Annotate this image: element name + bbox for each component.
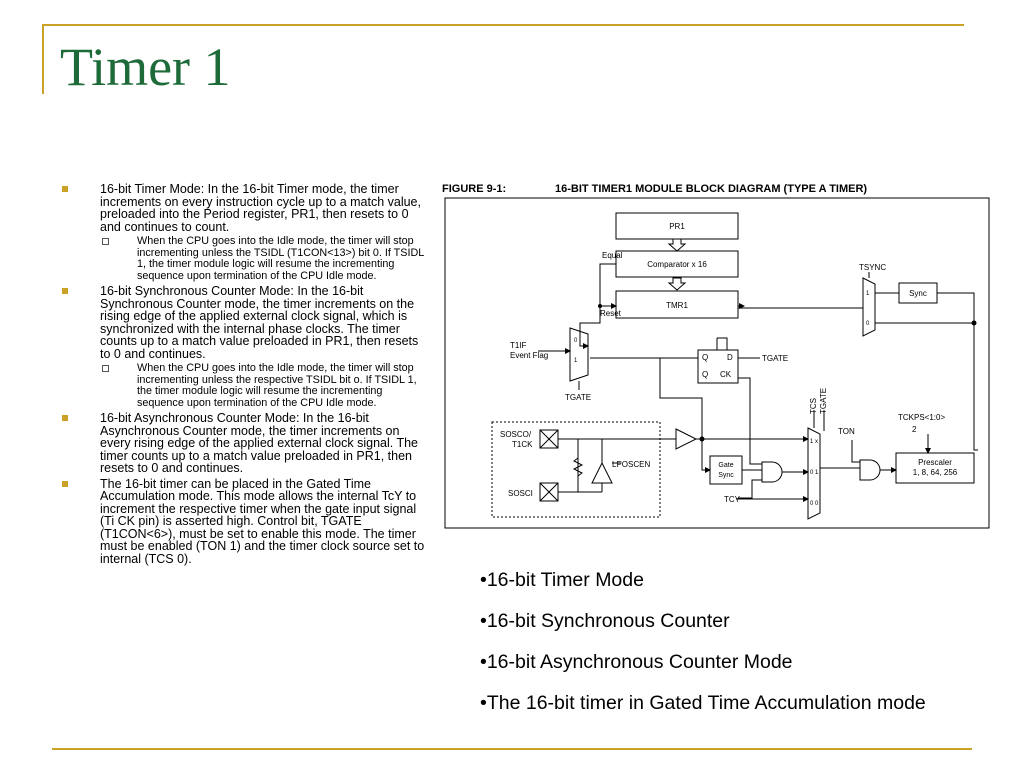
square-bullet-icon <box>62 480 68 487</box>
lposcen-label: LPOSCEN <box>612 460 650 469</box>
bullet-text: 16-bit Timer Mode: In the 16-bit Timer m… <box>100 182 421 234</box>
bullet-item: The 16-bit timer can be placed in the Ga… <box>62 476 432 566</box>
tckps-width-label: 2 <box>912 425 917 434</box>
sync-label: Sync <box>909 289 927 298</box>
tmr1-label: TMR1 <box>666 301 688 310</box>
tgate-vertical-label: TGATE <box>819 388 828 414</box>
slide-title: Timer 1 <box>60 37 231 97</box>
bullet-text: 16-bit Asynchronous Counter Mode: In the… <box>100 411 419 475</box>
q-label: Q <box>702 353 708 362</box>
timer1-block-diagram: FIGURE 9-1: 16-BIT TIMER1 MODULE BLOCK D… <box>442 183 990 529</box>
mux-input-1x: 1 x <box>810 439 818 445</box>
summary-item: •16-bit Asynchronous Counter Mode <box>480 651 793 673</box>
mux-input-00: 0 0 <box>810 501 819 507</box>
tsync-mux <box>862 277 876 337</box>
bullet-text: The 16-bit timer can be placed in the Ga… <box>100 476 425 566</box>
bullet-item: 16-bit Synchronous Counter Mode: In the … <box>62 285 432 360</box>
gate-sync-label: Sync <box>718 472 734 479</box>
left-border-line <box>42 24 44 94</box>
sosci-label: SOSCI <box>508 489 533 498</box>
top-border-line <box>42 24 964 26</box>
summary-item: •16-bit Timer Mode <box>480 569 644 591</box>
tmr1-to-comparator-arrow <box>667 277 687 291</box>
event-flag-label: Event Flag <box>510 351 548 360</box>
oscillator-box <box>491 421 661 518</box>
t1if-mux-zero: 0 <box>574 338 578 344</box>
d-label: D <box>727 353 733 362</box>
sosco-label: SOSCO/ <box>500 430 532 439</box>
tsync-mux-zero: 0 <box>866 321 870 327</box>
tsync-mux-one: 1 <box>866 291 870 297</box>
equal-label: Equal <box>602 251 623 260</box>
tckps-label: TCKPS<1:0> <box>898 413 945 422</box>
prescaler-label: Prescaler <box>918 458 952 467</box>
tcs-label: TCS <box>809 398 818 414</box>
ck-label: CK <box>720 370 732 379</box>
t1if-mux-one: 1 <box>574 358 578 364</box>
square-bullet-icon <box>62 186 68 192</box>
oscillator-amp <box>591 461 613 484</box>
t1if-label: T1IF <box>510 341 527 350</box>
summary-item: •The 16-bit timer in Gated Time Accumula… <box>480 692 926 714</box>
gate-label: Gate <box>718 462 733 469</box>
ton-label: TON <box>838 427 855 436</box>
sub-bullet-item: When the CPU goes into the Idle mode, th… <box>62 362 432 409</box>
prescaler-block <box>895 452 975 484</box>
comparator-label: Comparator x 16 <box>647 260 707 269</box>
mux-input-01: 0 1 <box>810 470 819 476</box>
bullet-item: 16-bit Asynchronous Counter Mode: In the… <box>62 412 432 475</box>
and-gate-2 <box>859 459 881 481</box>
bullet-item: 16-bit Timer Mode: In the 16-bit Timer m… <box>62 183 432 233</box>
square-bullet-icon <box>62 415 68 421</box>
and-gate-1 <box>761 461 783 483</box>
sub-bullet-text: When the CPU goes into the Idle mode, th… <box>137 362 417 409</box>
prescaler-ratios-label: 1, 8, 64, 256 <box>913 468 958 477</box>
figure-number: FIGURE 9-1: <box>442 183 506 195</box>
t1ck-label: T1CK <box>512 440 533 449</box>
qbar-label: Q <box>702 370 708 379</box>
bullet-list: 16-bit Timer Mode: In the 16-bit Timer m… <box>62 183 432 568</box>
summary-item: •16-bit Synchronous Counter <box>480 610 730 632</box>
hollow-square-bullet-icon <box>102 238 109 245</box>
square-bullet-icon <box>62 288 68 294</box>
tsync-label: TSYNC <box>859 263 886 272</box>
schmitt-trigger <box>675 428 698 450</box>
sub-bullet-text: When the CPU goes into the Idle mode, th… <box>137 235 424 282</box>
bullet-text: 16-bit Synchronous Counter Mode: In the … <box>100 284 419 361</box>
d-flip-flop <box>697 349 739 384</box>
clock-source-mux <box>807 427 821 520</box>
diagram-frame <box>444 197 990 529</box>
sub-bullet-item: When the CPU goes into the Idle mode, th… <box>62 235 432 282</box>
tcy-label: TCY <box>724 495 741 504</box>
gate-sync-block <box>709 455 743 485</box>
t1if-mux <box>569 327 589 382</box>
hollow-square-bullet-icon <box>102 365 109 372</box>
tgate-bottom-label: TGATE <box>565 393 591 402</box>
reset-label: Reset <box>600 309 622 318</box>
pr1-to-comparator-arrow <box>667 238 687 252</box>
tgate-right-label: TGATE <box>762 354 788 363</box>
equal-line <box>579 263 616 347</box>
figure-title: 16-BIT TIMER1 MODULE BLOCK DIAGRAM (TYPE… <box>555 183 867 195</box>
summary-list: •16-bit Timer Mode •16-bit Synchronous C… <box>480 568 926 732</box>
bottom-border-line <box>52 748 972 750</box>
pr1-label: PR1 <box>669 222 685 231</box>
